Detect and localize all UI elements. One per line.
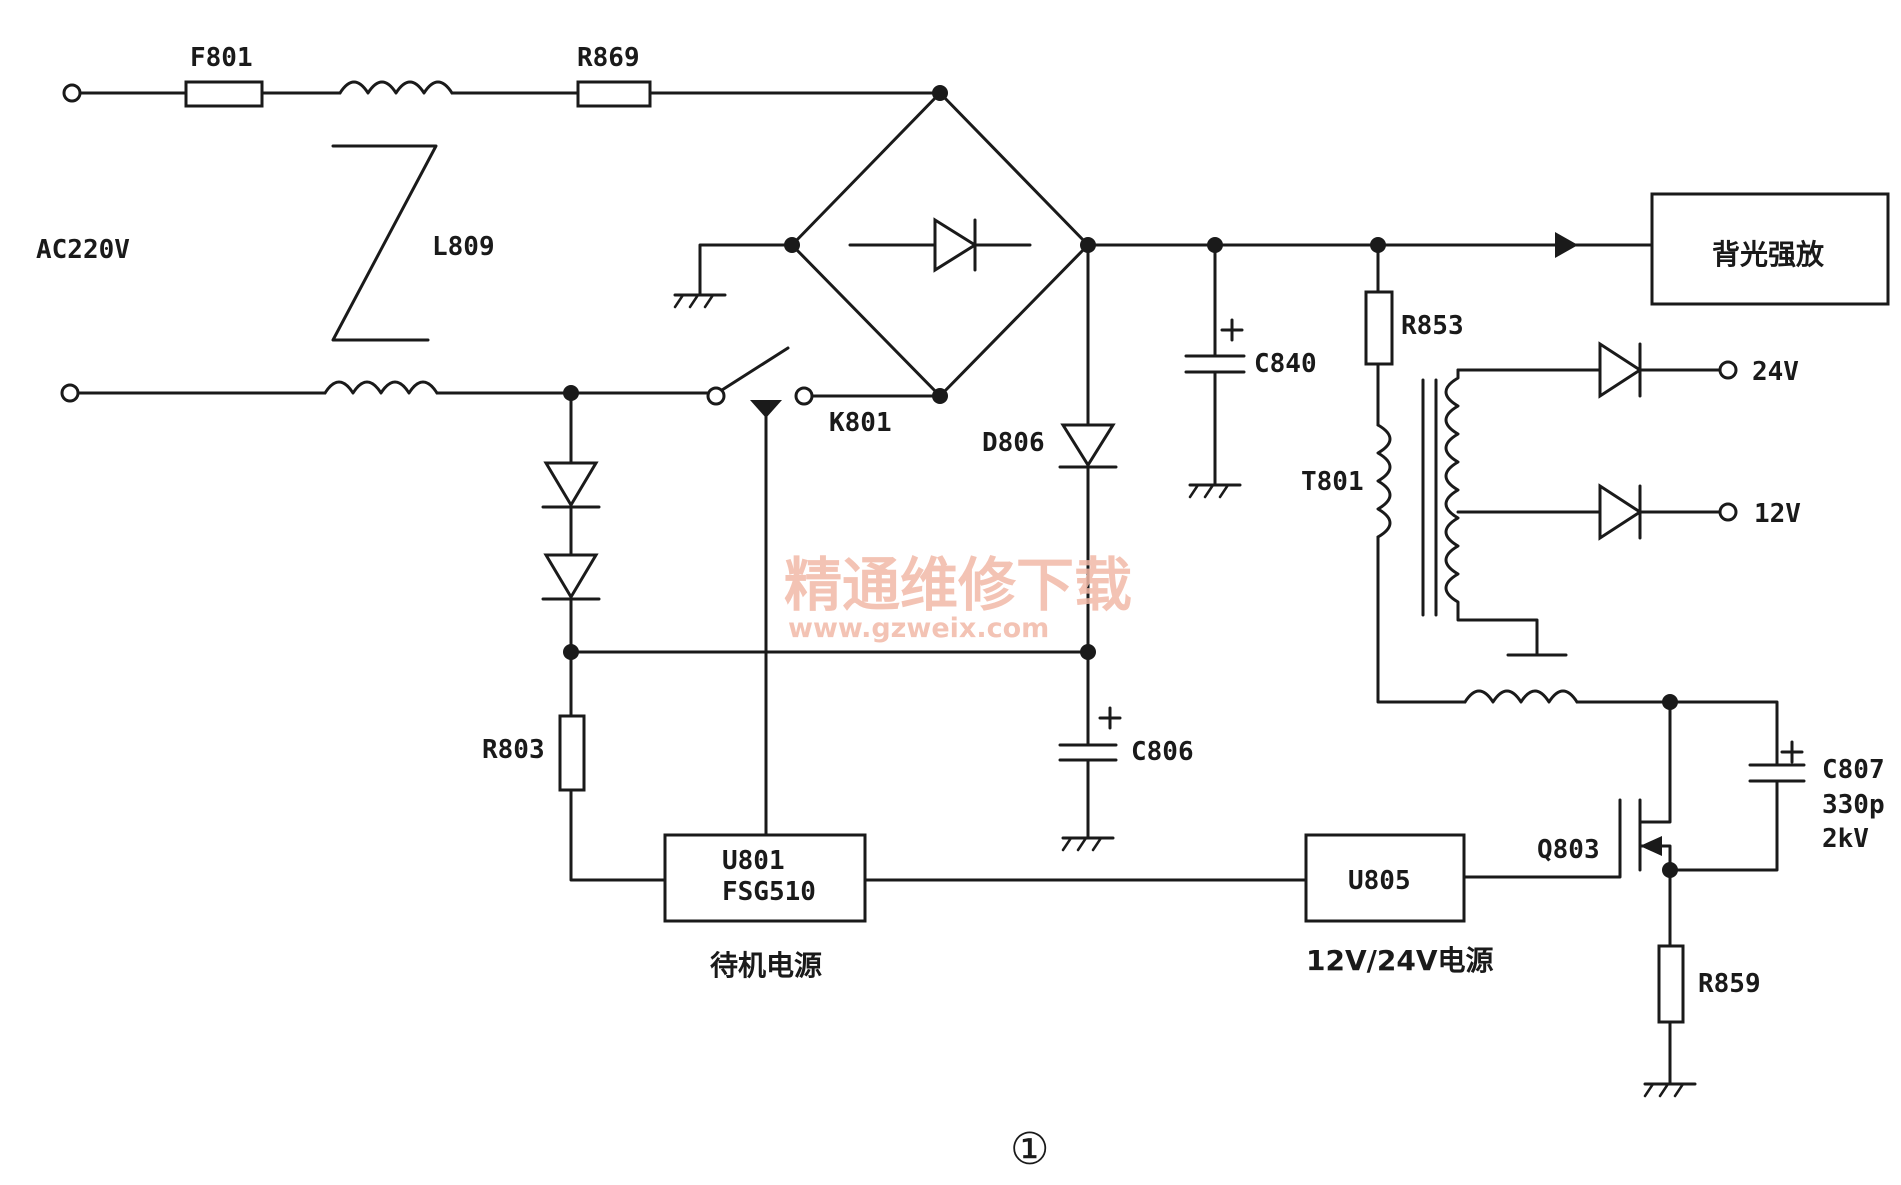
label-backlight: 背光强放 [1712, 238, 1825, 271]
inductor-l809-bottom [323, 380, 439, 395]
label-t801: T801 [1301, 467, 1364, 497]
label-r859: R859 [1698, 969, 1761, 999]
watermark-url: www.gzweix.com [788, 613, 1049, 644]
label-c807-voltage: 2kV [1822, 824, 1869, 854]
relay-k801-switch [720, 346, 790, 392]
resistor-r859 [1657, 944, 1685, 1024]
l809-coupling-mark [331, 144, 438, 342]
switching-stage [1463, 689, 1806, 1098]
ac-terminal-bottom [60, 383, 80, 403]
label-c807-capacitance: 330p [1822, 790, 1885, 820]
resistor-r803 [558, 714, 586, 792]
label-c807: C807 [1822, 755, 1885, 785]
label-d806: D806 [982, 428, 1045, 458]
label-u801-part: FSG510 [722, 877, 816, 907]
dc-bus [1086, 192, 1890, 306]
label-u801: U801 [722, 846, 785, 876]
label-r803: R803 [482, 735, 545, 765]
figure-number: ① [1010, 1124, 1049, 1175]
resistor-r853 [1364, 290, 1394, 366]
backlight-block [1650, 192, 1890, 306]
label-l809: L809 [432, 232, 495, 262]
label-24v: 24V [1752, 357, 1799, 387]
output-12v-terminal [1718, 502, 1738, 522]
resistor-r869 [576, 80, 652, 108]
standby-diode-chain [541, 391, 1090, 882]
ic-u801 [663, 833, 867, 923]
top-ac-line [62, 80, 948, 108]
label-c840: C840 [1254, 349, 1317, 379]
label-12v-24v-power: 12V/24V电源 [1306, 944, 1494, 977]
relay-k801-contact-b [794, 386, 814, 406]
label-ac220v: AC220V [36, 235, 130, 265]
label-q803: Q803 [1537, 835, 1600, 865]
label-r869: R869 [577, 43, 640, 73]
capacitor-c840 [1184, 243, 1246, 499]
label-f801: F801 [190, 43, 253, 73]
d806-branch [1058, 243, 1122, 852]
fuse-f801 [184, 80, 264, 108]
ac-terminal-top [62, 83, 82, 103]
output-24v-terminal [1718, 360, 1738, 380]
ic-u805 [1304, 833, 1466, 923]
relay-k801-contact-a [706, 386, 726, 406]
bridge-rectifier [673, 91, 1096, 398]
transformer-t801 [1364, 243, 1738, 704]
label-u805: U805 [1348, 866, 1411, 896]
label-standby-power: 待机电源 [710, 949, 822, 982]
label-k801: K801 [829, 408, 892, 438]
label-c806: C806 [1131, 737, 1194, 767]
inductor-l809-top [338, 80, 454, 95]
t801-primary [1376, 423, 1392, 539]
label-12v: 12V [1754, 499, 1801, 529]
watermark-title: 精通维修下载 [784, 551, 1132, 619]
label-r853: R853 [1401, 311, 1464, 341]
